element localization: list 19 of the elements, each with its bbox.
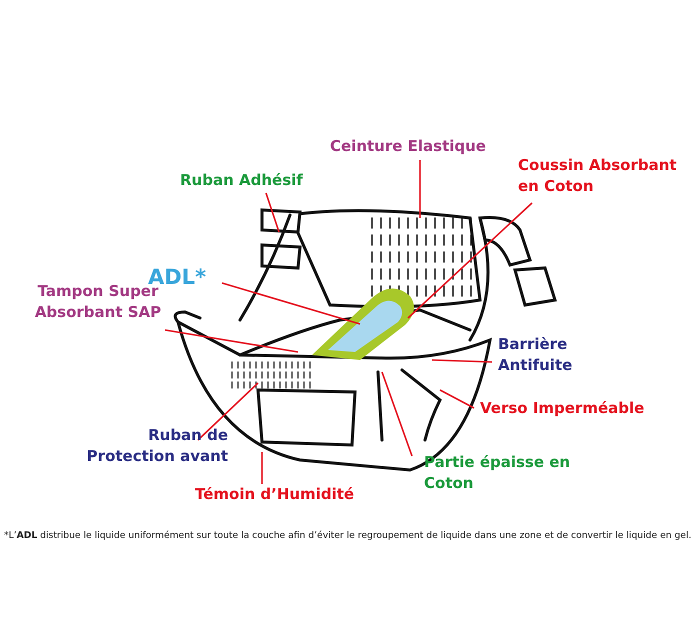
part-label: Coussin Absorbant en Coton: [518, 155, 698, 197]
leader-line: [432, 359, 492, 363]
part-label: Barrière Antifuite: [498, 334, 608, 376]
leader-line: [419, 160, 421, 218]
leader-line: [261, 452, 263, 484]
leader-line: [265, 192, 280, 232]
part-label: Ruban Adhésif: [180, 170, 325, 191]
part-label: Ruban de Protection avant: [60, 425, 228, 467]
leader-line: [164, 329, 298, 353]
part-label: Ceinture Elastique: [330, 136, 510, 157]
footnote: *L’ADL distribue le liquide uniformément sur toute la couche afin d’éviter le regroupement de liquide dans une zone et de convertir le liquide en gel.: [4, 530, 692, 541]
leader-line: [222, 282, 360, 325]
part-label: Verso Imperméable: [480, 398, 695, 419]
leader-line: [197, 382, 259, 441]
leader-line: [381, 372, 413, 456]
part-label: ADL*: [148, 267, 218, 288]
part-label: Partie épaisse en Coton: [424, 452, 574, 494]
leader-line: [407, 202, 533, 319]
part-label: Témoin d’Humidité: [195, 484, 380, 505]
